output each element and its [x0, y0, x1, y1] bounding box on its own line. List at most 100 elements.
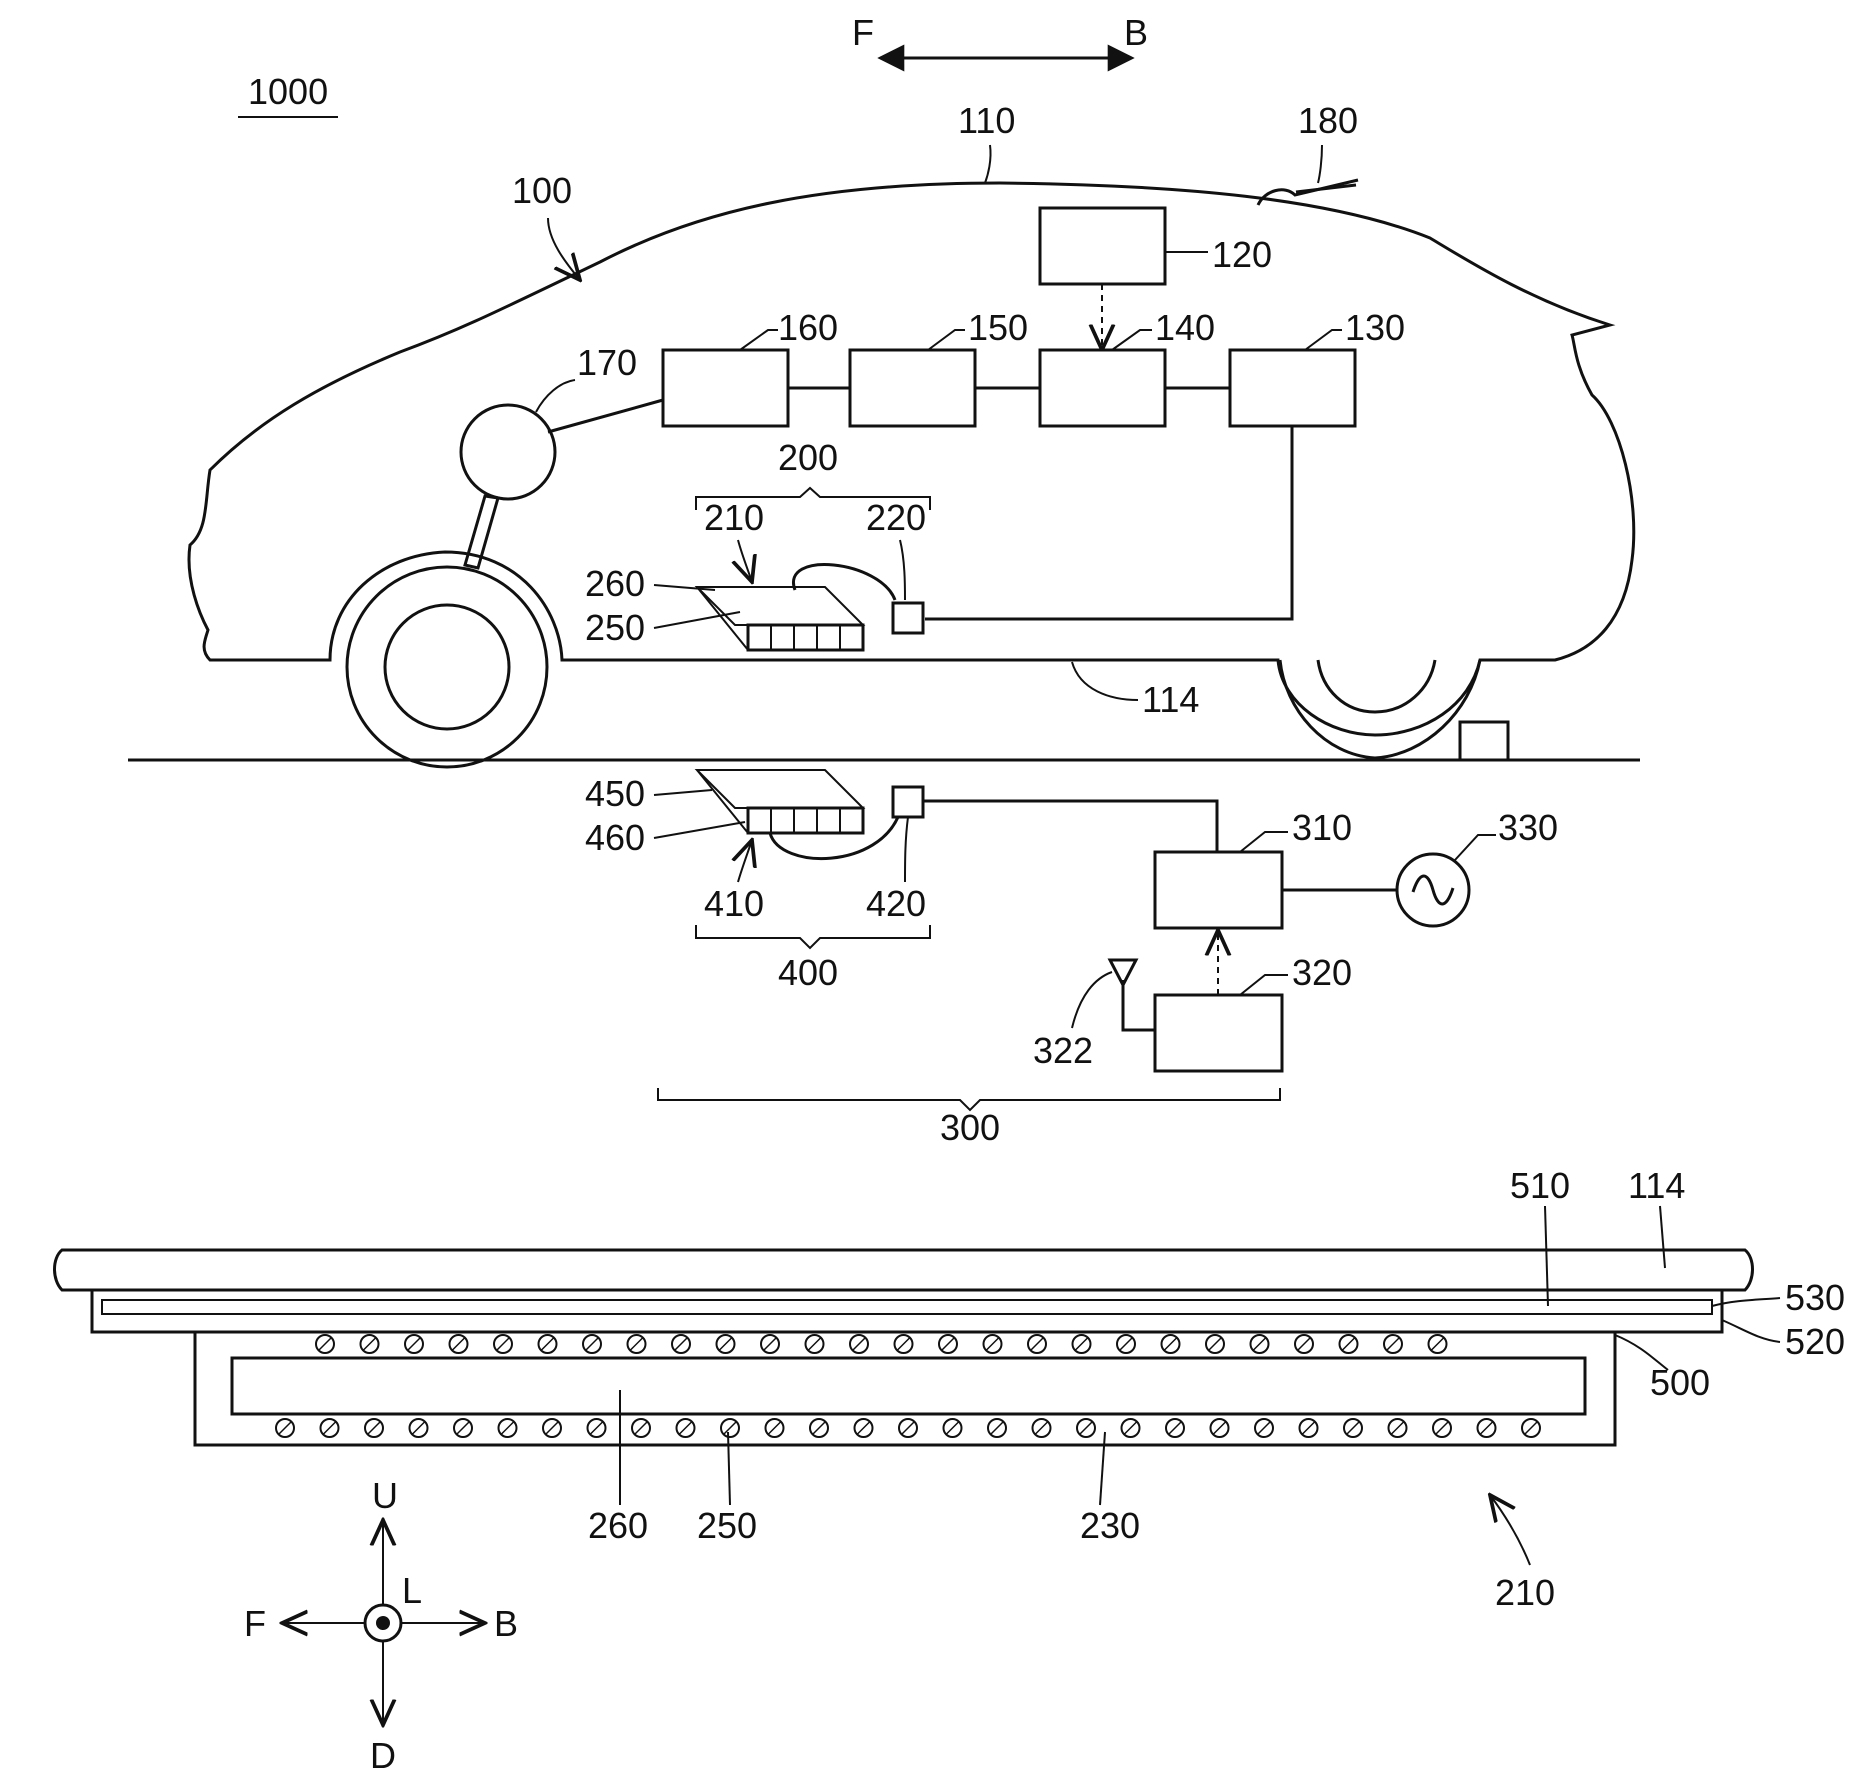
unit-130-label: 130 — [1345, 307, 1405, 348]
section-leader-520 — [1722, 1320, 1780, 1342]
axis-back-label: B — [494, 1603, 518, 1644]
section-label-500: 500 — [1650, 1362, 1710, 1403]
unit-420-label: 420 — [866, 883, 926, 924]
vehicle-body-outline — [189, 183, 1634, 735]
unit-420-leader — [905, 817, 908, 882]
axis-left-label: L — [402, 1570, 422, 1611]
unit-320-label: 320 — [1292, 952, 1352, 993]
section-label-520: 520 — [1785, 1321, 1845, 1362]
motor-170-label: 170 — [577, 342, 637, 383]
rear-wheel-hub — [1318, 660, 1435, 712]
antenna-322-leader — [1072, 972, 1112, 1028]
motor-shaft — [465, 496, 498, 568]
coil-210-label: 210 — [704, 497, 764, 538]
coil-410-label: 410 — [704, 883, 764, 924]
unit-160-box — [663, 350, 788, 426]
ground-coil-front — [748, 808, 863, 833]
section-label-260: 260 — [588, 1505, 648, 1546]
unit-130-leader — [1305, 330, 1342, 350]
unit-320-box — [1155, 995, 1282, 1071]
unit-310-label: 310 — [1292, 807, 1352, 848]
section-core-260 — [232, 1358, 1585, 1414]
section-layer-520 — [92, 1290, 1722, 1332]
vehicle-leader-110 — [985, 145, 991, 183]
vehicle-label-100: 100 — [512, 170, 572, 211]
motor-170-circle — [461, 405, 555, 499]
unit-150-leader — [928, 330, 965, 350]
section-leader-250 — [728, 1432, 730, 1505]
group-300-label: 300 — [940, 1107, 1000, 1148]
motor-170-leader — [536, 380, 575, 412]
section-leader-210 — [1490, 1495, 1530, 1565]
unit-160-leader — [740, 330, 778, 350]
unit-420-box — [893, 787, 923, 817]
unit-160-label: 160 — [778, 307, 838, 348]
group-400-brace — [696, 925, 930, 948]
core-450-leader — [654, 790, 712, 795]
group-200-label: 200 — [778, 437, 838, 478]
vehicle-leader-114 — [1072, 662, 1138, 700]
section-label-510: 510 — [1510, 1165, 1570, 1206]
coil-210-leader — [738, 540, 752, 582]
vehicle-label-180: 180 — [1298, 100, 1358, 141]
axis-left-dot — [376, 1616, 390, 1630]
wire-130-to-220 — [925, 426, 1292, 619]
direction-front-label: F — [852, 12, 874, 53]
section-leader-114 — [1660, 1206, 1665, 1268]
direction-back-label: B — [1124, 12, 1148, 53]
coil-460-label: 460 — [585, 817, 645, 858]
section-leader-230 — [1100, 1432, 1105, 1505]
unit-310-box — [1155, 852, 1282, 928]
front-wheel-tire — [347, 567, 547, 767]
section-leader-500 — [1615, 1335, 1668, 1370]
figure-title: 1000 — [248, 71, 328, 112]
unit-130-box — [1230, 350, 1355, 426]
section-floor-114 — [55, 1250, 1753, 1290]
unit-120-label: 120 — [1212, 234, 1272, 275]
front-wheel-hub — [385, 605, 509, 729]
section-label-530: 530 — [1785, 1277, 1845, 1318]
coil-250-label: 250 — [585, 607, 645, 648]
axis-front-label: F — [244, 1603, 266, 1644]
unit-320-leader — [1240, 975, 1288, 995]
section-coil-wires-top — [316, 1335, 1447, 1353]
core-260-label: 260 — [585, 563, 645, 604]
section-layer-510 — [102, 1300, 1712, 1314]
vehicle-label-110: 110 — [958, 100, 1015, 141]
section-label-114: 114 — [1628, 1165, 1685, 1206]
unit-220-label: 220 — [866, 497, 926, 538]
unit-310-leader — [1240, 832, 1288, 852]
section-label-210: 210 — [1495, 1572, 1555, 1613]
wire-160-to-170 — [548, 400, 663, 432]
ac-source-leader — [1455, 835, 1496, 860]
section-label-230: 230 — [1080, 1505, 1140, 1546]
roof-antenna-whip — [1296, 185, 1356, 192]
unit-120-box — [1040, 208, 1165, 284]
receiving-coil-front — [748, 625, 863, 650]
section-coil-wires-bottom — [276, 1419, 1540, 1437]
rear-ground-block — [1460, 722, 1508, 760]
coil-460-leader — [654, 822, 745, 838]
unit-140-box — [1040, 350, 1165, 426]
unit-220-leader — [900, 540, 905, 600]
vehicle-leader-180 — [1318, 145, 1322, 183]
axis-up-label: U — [372, 1475, 398, 1516]
antenna-322-wire — [1123, 980, 1155, 1030]
wire-420-to-310 — [923, 801, 1217, 852]
group-400-label: 400 — [778, 952, 838, 993]
unit-140-leader — [1112, 330, 1152, 350]
unit-150-label: 150 — [968, 307, 1028, 348]
section-label-250: 250 — [697, 1505, 757, 1546]
unit-150-box — [850, 350, 975, 426]
core-450-label: 450 — [585, 773, 645, 814]
antenna-322-label: 322 — [1033, 1030, 1093, 1071]
coil-410-leader — [738, 840, 752, 882]
ac-source-label: 330 — [1498, 807, 1558, 848]
receiving-coil-lead — [793, 565, 895, 600]
unit-220-box — [893, 603, 923, 633]
unit-140-label: 140 — [1155, 307, 1215, 348]
vehicle-leader-100 — [548, 218, 580, 280]
vehicle-label-114: 114 — [1142, 679, 1199, 720]
axis-down-label: D — [370, 1735, 396, 1776]
